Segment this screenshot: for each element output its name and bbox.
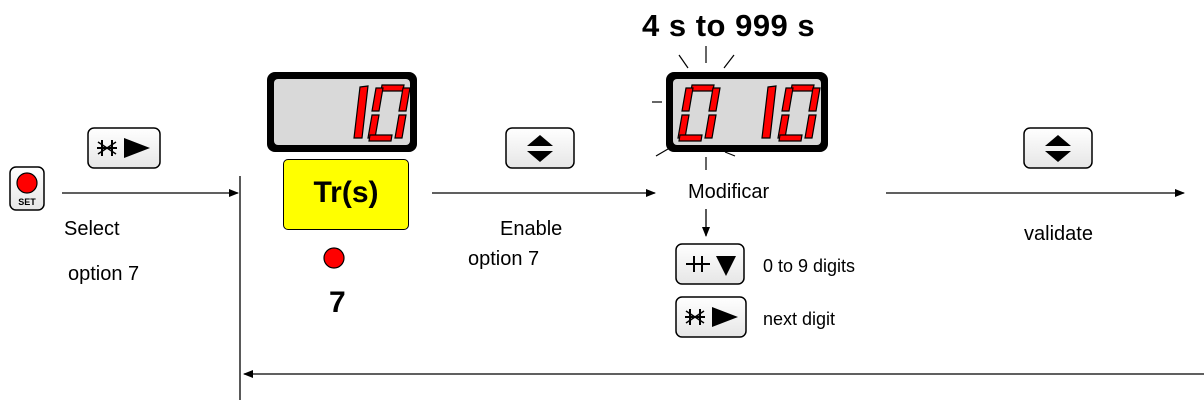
display-1 — [267, 72, 417, 152]
enable-label-line1: Enable — [500, 218, 563, 240]
led-icon — [323, 247, 345, 269]
display-2-digit-0a — [677, 84, 721, 142]
enable-label-line2: option 7 — [468, 248, 540, 270]
select-label-line1: Select — [64, 218, 120, 240]
set-key-icon[interactable]: SET — [9, 166, 45, 211]
display-2-digit-1 — [761, 85, 777, 139]
select-label-line2: option 7 — [68, 263, 140, 285]
display-2 — [666, 72, 828, 152]
digits-hint: 0 to 9 digits — [763, 256, 856, 276]
up-down-key-icon[interactable] — [505, 127, 575, 169]
mode-label: Tr(s) — [313, 176, 379, 209]
blink-rays — [652, 46, 736, 170]
validate-label: validate — [1024, 223, 1093, 245]
display-1-digit-0 — [367, 84, 411, 142]
mode-box: Tr(s) — [283, 159, 409, 230]
next-digit-key-icon[interactable] — [675, 296, 747, 338]
next-digit-hint: next digit — [763, 309, 836, 329]
right-arrow-key-icon[interactable] — [87, 127, 161, 169]
display-1-digit-1 — [353, 85, 369, 139]
down-key-icon[interactable] — [675, 243, 745, 285]
range-label: 4 s to 999 s — [642, 8, 816, 43]
set-key-label: SET — [18, 197, 36, 207]
modify-label: Modificar — [688, 181, 770, 203]
validate-key-icon[interactable] — [1023, 127, 1093, 169]
option-number: 7 — [329, 286, 346, 319]
display-2-digit-0b — [777, 84, 821, 142]
